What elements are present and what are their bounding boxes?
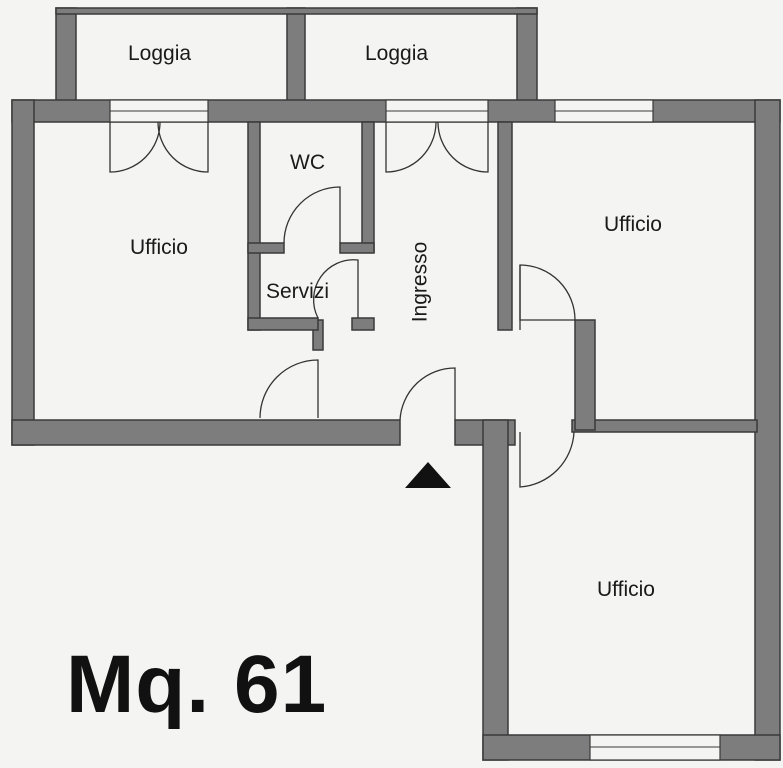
room-label-loggia-right: Loggia (365, 42, 429, 65)
wall-right-office-west-lower (574, 319, 596, 431)
door-loggia-right-a (385, 121, 437, 173)
door-entrance (399, 367, 456, 421)
door-servizi (312, 259, 359, 319)
room-label-loggia-left: Loggia (128, 42, 192, 65)
loggia-wall-left (55, 7, 77, 104)
wall-wc-servizi-right (339, 242, 375, 254)
wall-left-office-east (247, 121, 261, 331)
area-total: Mq. 61 (66, 639, 328, 730)
wall-right (754, 99, 781, 761)
door-loggia-left-b (157, 121, 209, 173)
loggia-rail (55, 7, 538, 15)
room-label-wc: WC (290, 151, 325, 174)
wall-right-office-west-upper (497, 121, 513, 331)
room-label-ingresso: Ingresso (408, 241, 432, 323)
wall-wc-servizi-left (247, 242, 285, 254)
door-right-top-office (519, 264, 576, 321)
door-left-office (259, 359, 319, 419)
room-label-servizi: Servizi (266, 280, 330, 303)
door-wc (283, 186, 341, 244)
door-loggia-right-b (437, 121, 489, 173)
room-label-ufficio-right-bottom: Ufficio (597, 578, 655, 601)
wall-servizi-bottom-right (351, 317, 375, 331)
room-label-ufficio-left: Ufficio (130, 236, 188, 259)
loggia-wall-middle (286, 7, 306, 104)
wall-bottom-left (11, 419, 401, 446)
wall-left (11, 99, 35, 446)
room-label-ufficio-right-top: Ufficio (604, 213, 662, 236)
wall-lower-office-left (482, 419, 509, 761)
door-lower-office (519, 431, 575, 488)
wall-wc-east (361, 121, 375, 253)
wall-servizi-bottom-left (247, 317, 319, 331)
wall-office-divider (571, 419, 758, 433)
entrance-arrow-icon (405, 462, 451, 488)
door-loggia-left-a (109, 121, 161, 173)
loggia-wall-right (516, 7, 538, 104)
